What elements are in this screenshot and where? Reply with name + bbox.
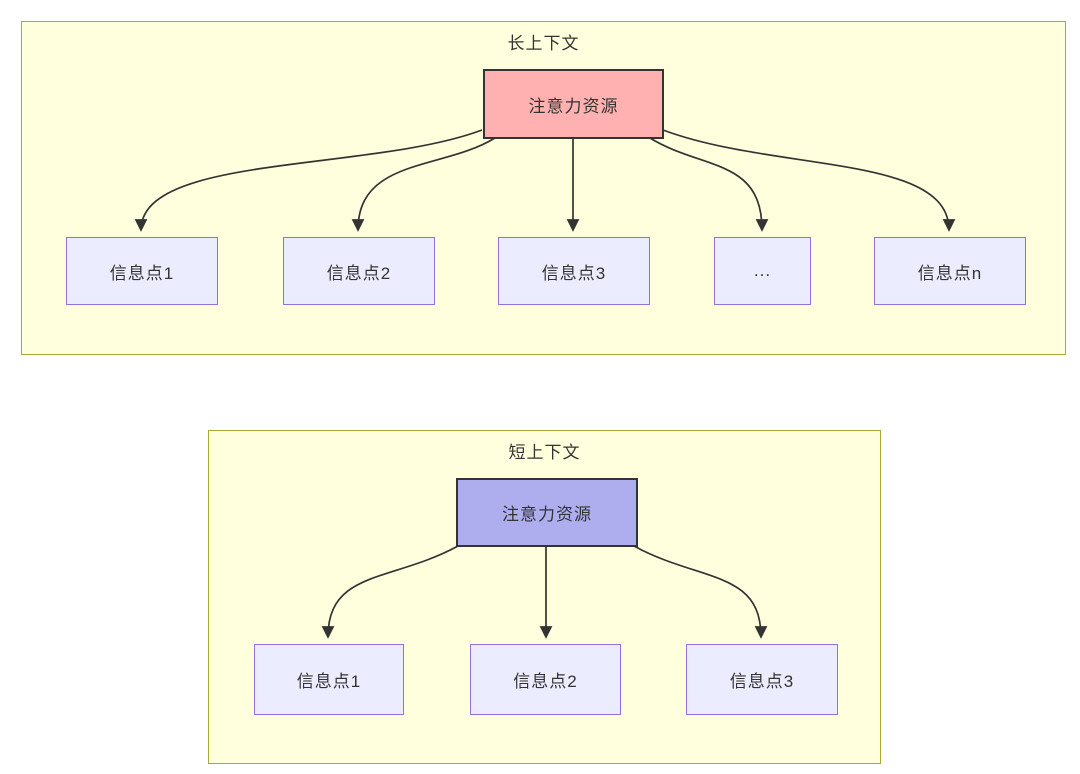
attention-resource-node: 注意力资源 <box>456 478 638 547</box>
long-context-container: 长上下文 注意力资源 信息点1 信息点2 信息点3 ... 信息点n <box>21 21 1066 355</box>
info-point-node: 信息点3 <box>498 237 650 305</box>
info-point-node: 信息点n <box>874 237 1026 305</box>
info-point-node: 信息点1 <box>66 237 218 305</box>
info-point-node-ellipsis: ... <box>714 237 811 305</box>
attention-resource-node: 注意力资源 <box>483 69 664 139</box>
short-context-container: 短上下文 注意力资源 信息点1 信息点2 信息点3 <box>208 430 881 764</box>
short-context-title: 短上下文 <box>508 443 581 462</box>
long-context-title: 长上下文 <box>507 34 580 53</box>
info-point-node: 信息点2 <box>283 237 435 305</box>
info-point-node: 信息点1 <box>254 644 404 715</box>
info-point-node: 信息点3 <box>686 644 838 715</box>
info-point-node: 信息点2 <box>470 644 621 715</box>
